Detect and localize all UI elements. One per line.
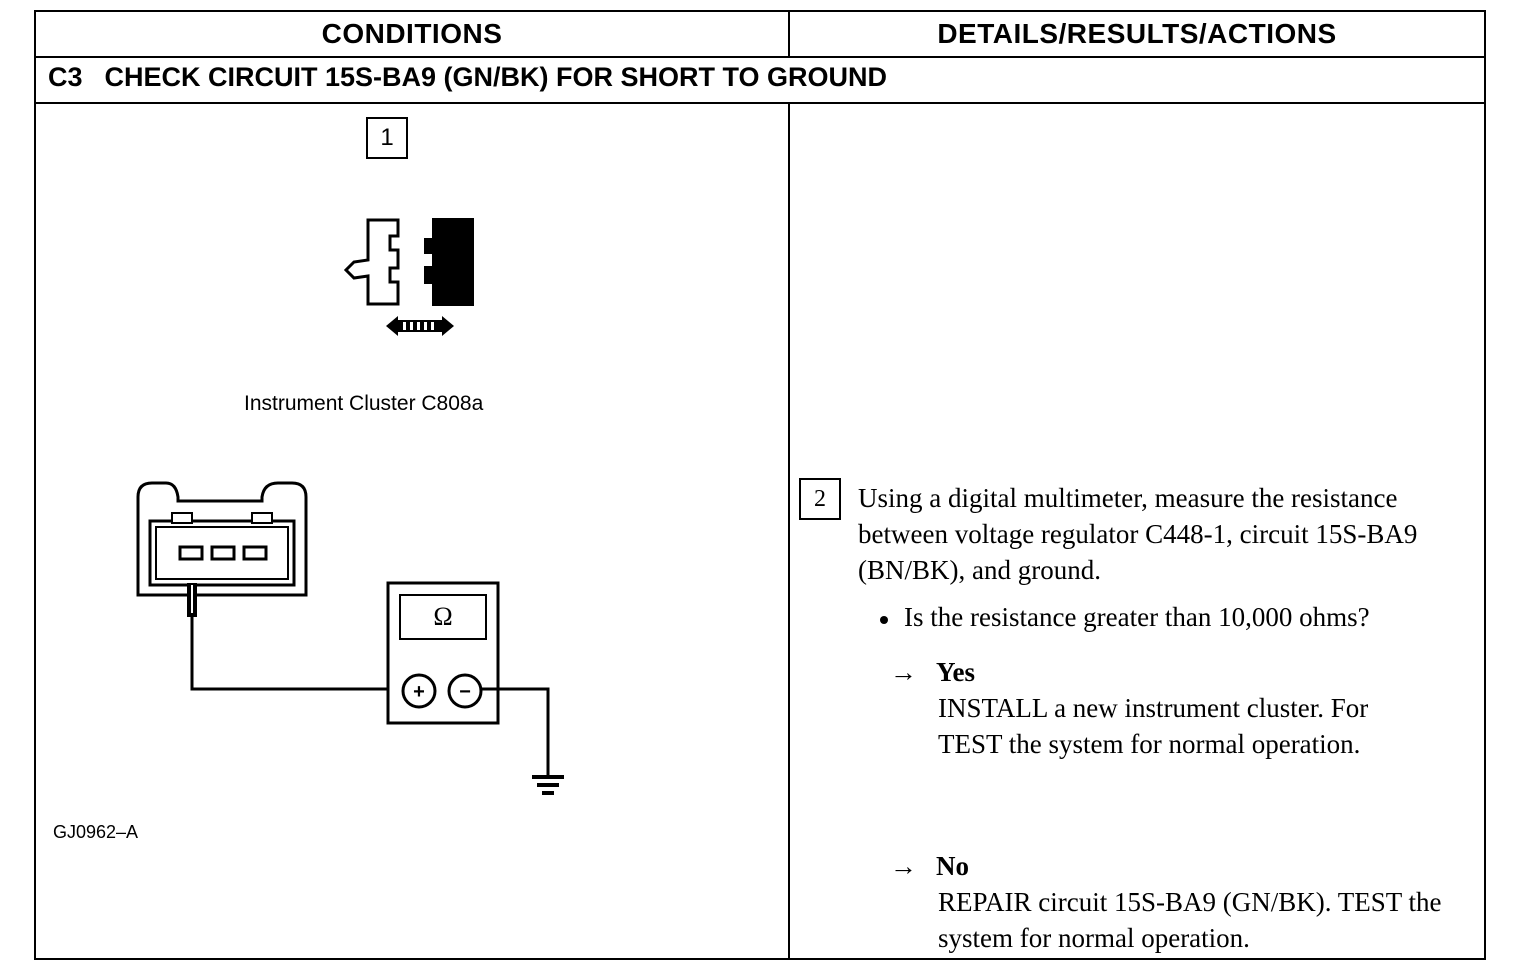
yes-label: Yes	[936, 657, 975, 687]
conditions-header: CONDITIONS	[321, 18, 503, 49]
instruction-text: Using a digital multimeter, measure the …	[858, 483, 1418, 585]
ground-symbol	[532, 775, 564, 795]
multimeter-test-diagram: Ω + −	[136, 481, 564, 795]
multimeter-display	[399, 594, 487, 640]
header-divider	[36, 56, 1484, 58]
connector-disconnect-icon	[343, 218, 474, 336]
question-text: Is the resistance greater than 10,000 oh…	[904, 602, 1370, 632]
substep-1-box: 1	[366, 117, 408, 159]
negative-jack	[447, 673, 483, 709]
step-title: C3 CHECK CIRCUIT 15S-BA9 (GN/BK) FOR SHOR…	[48, 62, 887, 93]
step-code: C3	[48, 62, 83, 92]
bullet-dot	[880, 615, 888, 624]
no-label: No	[936, 851, 969, 881]
step-title-text: CHECK CIRCUIT 15S-BA9 (GN/BK) FOR SHORT …	[104, 62, 888, 92]
question: Is the resistance greater than 10,000 oh…	[880, 602, 1370, 633]
positive-jack	[401, 673, 437, 709]
figure-id: GJ0962–A	[53, 822, 139, 842]
ohm-symbol: Ω	[433, 602, 452, 631]
procedure-table: CONDITIONS DETAILS/RESULTS/ACTIONS C3 CHE…	[34, 10, 1486, 960]
title-divider	[36, 102, 1484, 104]
result-yes: → Yes INSTALL a new instrument cluster. F…	[890, 654, 1480, 762]
no-action: REPAIR circuit 15S-BA9 (GN/BK). TEST the…	[938, 887, 1442, 953]
yes-arrow-icon: →	[890, 657, 917, 687]
voltage-regulator-connector	[136, 481, 308, 597]
substep-2-box: 2	[799, 478, 841, 520]
yes-action: INSTALL a new instrument cluster. For TE…	[938, 693, 1369, 759]
connector-label: Instrument Cluster C808a	[244, 392, 484, 415]
details-header: DETAILS/RESULTS/ACTIONS	[937, 18, 1337, 49]
positive-jack-label: +	[413, 681, 425, 703]
result-no: → No REPAIR circuit 15S-BA9 (GN/BK). TEST…	[890, 848, 1480, 956]
body-column-divider	[788, 102, 790, 958]
no-arrow-icon: →	[890, 851, 917, 881]
negative-jack-label: −	[459, 681, 471, 703]
header-column-divider	[788, 12, 790, 56]
